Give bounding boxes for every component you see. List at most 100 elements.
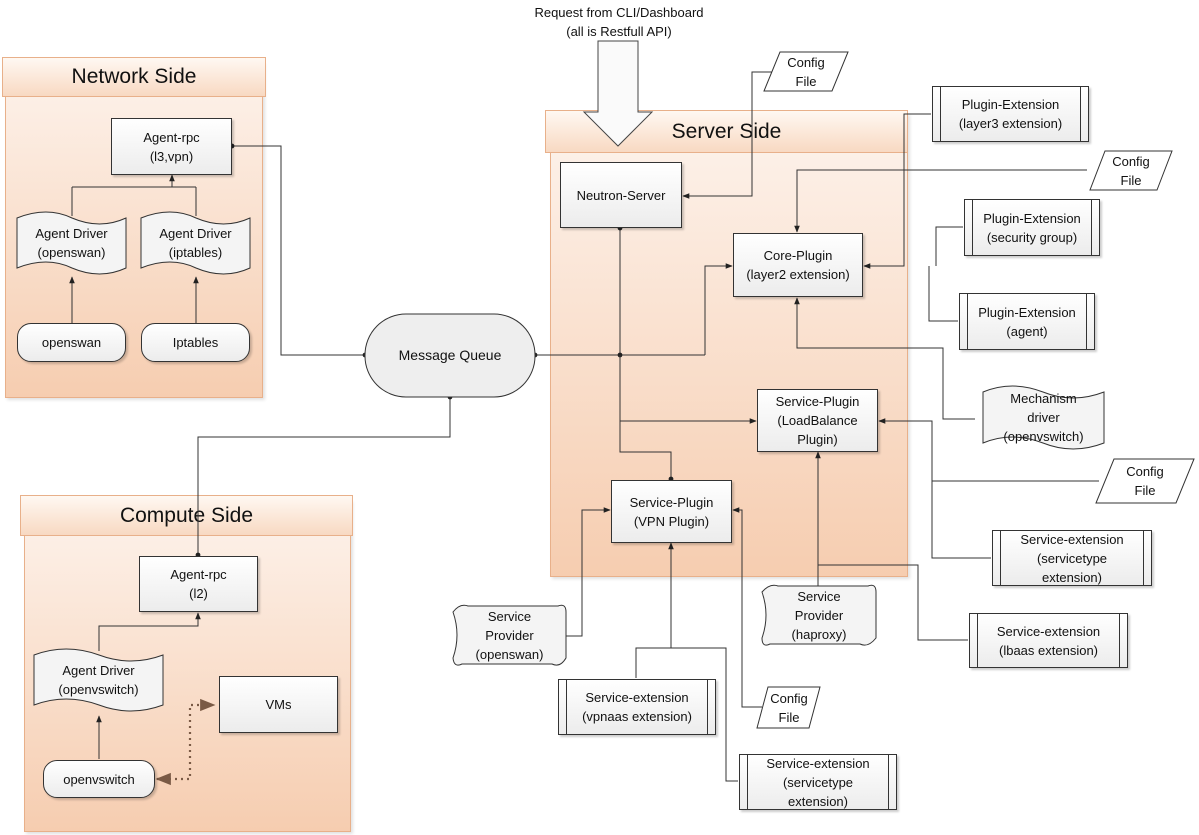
config-file-core-line2: File — [1120, 172, 1142, 188]
service-provider-haproxy[interactable]: Service Provider (haproxy) — [764, 586, 874, 644]
agent-driver-openvswitch-line1: Agent Driver — [62, 663, 135, 678]
service-provider-openswan-line2: Provider — [485, 627, 534, 643]
service-plugin-lb-line1: Service-Plugin — [775, 394, 860, 409]
wire-svcext-vpn-type-to-vpn — [671, 647, 738, 782]
wire-bus-down — [619, 355, 674, 482]
neutron-server[interactable]: Neutron-Server — [560, 162, 682, 228]
plugin-ext-agent[interactable]: Plugin-Extension (agent) — [959, 293, 1095, 350]
openvswitch-node-label: openvswitch — [63, 771, 135, 787]
plugin-ext-layer3[interactable]: Plugin-Extension (layer3 extension) — [932, 86, 1089, 142]
service-provider-openswan[interactable]: Service Provider (openswan) — [455, 606, 564, 664]
provider-haproxy-shape — [761, 584, 877, 646]
wire-mq-to-agentrpc-l2 — [195, 394, 453, 558]
service-provider-openswan-line1: Service — [487, 608, 532, 624]
config-file-lb-line1: Config — [1126, 464, 1164, 479]
iptables-node[interactable]: Iptables — [141, 323, 250, 362]
service-plugin-lb-line2: (LoadBalance — [777, 413, 858, 428]
service-ext-vpn-servicetype-line1: Service-extension — [766, 755, 870, 771]
wire-vpnaas-to-vpn — [635, 542, 674, 678]
service-ext-lbaas-line1: Service-extension — [996, 623, 1101, 639]
provider-openswan-shape — [452, 604, 567, 666]
wire-ovs-to-vms — [155, 698, 216, 786]
plugin-ext-security-line2: (security group) — [986, 229, 1078, 245]
agent-driver-iptables-line2: (iptables) — [168, 245, 223, 260]
wire-agentrpc-l3-to-mq — [229, 143, 368, 358]
core-plugin-line2: (layer2 extension) — [746, 267, 850, 282]
core-plugin-line1: Core-Plugin — [763, 248, 833, 263]
request-label-line2: (all is Restfull API) — [566, 24, 672, 39]
agent-driver-openswan-line2: (openswan) — [37, 245, 106, 260]
service-ext-vpnaas-line2: (vpnaas extension) — [582, 709, 692, 724]
service-ext-vpn-servicetype-line2: (servicetype — [782, 774, 854, 790]
agent-driver-openvswitch[interactable]: Agent Driver (openvswitch) — [34, 655, 163, 705]
config-file-lb[interactable]: Config File — [1105, 459, 1185, 503]
agent-driver-openswan[interactable]: Agent Driver (openswan) — [17, 218, 126, 268]
message-queue-shape — [364, 313, 536, 398]
agent-rpc-l2[interactable]: Agent-rpc (l2) — [139, 556, 258, 612]
service-ext-lb-servicetype[interactable]: Service-extension (servicetype extension… — [992, 530, 1152, 586]
mechanism-driver-line2: driver — [1027, 410, 1060, 425]
config-file-top-line1: Config — [787, 54, 825, 70]
service-plugin-vpn-line1: Service-Plugin — [629, 494, 714, 510]
agent-driver-iptables[interactable]: Agent Driver (iptables) — [141, 218, 250, 268]
request-label-line1: Request from CLI/Dashboard — [534, 5, 704, 20]
core-plugin[interactable]: Core-Plugin (layer2 extension) — [733, 233, 863, 297]
wire-layer3-to-core — [863, 113, 931, 269]
mech-driver-shape — [982, 385, 1105, 450]
wire-agent-to-core — [928, 266, 958, 322]
agent-rpc-l3vpn[interactable]: Agent-rpc (l3,vpn) — [111, 118, 232, 175]
openswan-node[interactable]: openswan — [17, 323, 126, 362]
service-ext-vpn-servicetype[interactable]: Service-extension (servicetype extension… — [739, 754, 897, 810]
openswan-node-label: openswan — [41, 335, 102, 350]
service-ext-lbaas-line2: (lbaas extension) — [999, 642, 1098, 658]
service-ext-vpnaas[interactable]: Service-extension (vpnaas extension) — [558, 679, 716, 735]
service-ext-lbaas[interactable]: Service-extension (lbaas extension) — [969, 613, 1128, 668]
service-provider-haproxy-line3: (haproxy) — [791, 626, 847, 642]
wire-bus-to-core — [704, 263, 733, 355]
message-queue-label: Message Queue — [398, 347, 502, 363]
request-label: Request from CLI/Dashboard (all is Restf… — [508, 3, 730, 41]
config-lb-shape — [1095, 458, 1195, 504]
agent-driver-iptables-line1: Agent Driver — [159, 226, 232, 241]
service-ext-lb-servicetype-line1: Service-extension — [1020, 531, 1124, 547]
wire-security-to-core — [935, 226, 963, 266]
config-vpn-shape — [756, 686, 821, 729]
service-ext-lb-servicetype-line2: (servicetype — [1036, 550, 1108, 566]
agent-rpc-l3vpn-line2: (l3,vpn) — [149, 148, 194, 164]
service-plugin-vpn-line2: (VPN Plugin) — [633, 513, 710, 529]
plugin-ext-layer3-line2: (layer3 extension) — [958, 116, 1063, 131]
vms-node[interactable]: VMs — [219, 676, 338, 733]
iptables-node-label: Iptables — [172, 335, 219, 350]
config-file-top[interactable]: Config File — [772, 52, 840, 91]
config-file-lb-line2: File — [1134, 483, 1156, 498]
vms-node-label: VMs — [265, 697, 292, 712]
config-core-shape — [1089, 150, 1173, 191]
driver-ovs-shape — [33, 648, 164, 712]
openvswitch-node[interactable]: openvswitch — [43, 760, 155, 798]
message-queue[interactable]: Message Queue — [365, 314, 535, 397]
service-ext-vpnaas-line1: Service-extension — [585, 690, 689, 705]
config-file-core-line1: Config — [1112, 153, 1150, 169]
service-ext-lb-servicetype-line3: extension) — [1042, 569, 1102, 585]
service-plugin-vpn[interactable]: Service-Plugin (VPN Plugin) — [611, 480, 732, 543]
wire-driver-to-agentrpc-l2 — [98, 612, 201, 651]
config-file-vpn[interactable]: Config File — [762, 687, 816, 728]
wire-config-vpn-to-vpn — [732, 507, 762, 708]
wire-svcext-type-to-lb — [931, 481, 991, 559]
wire-lbaas-to-lb — [818, 564, 968, 641]
plugin-ext-security[interactable]: Plugin-Extension (security group) — [964, 199, 1100, 256]
wire-config-core-to-core — [794, 169, 1087, 233]
service-plugin-lb[interactable]: Service-Plugin (LoadBalance Plugin) — [757, 389, 878, 452]
service-plugin-lb-line3: Plugin) — [797, 432, 838, 447]
mechanism-driver[interactable]: Mechanism driver (openvswitch) — [983, 391, 1104, 444]
agent-rpc-l2-line1: Agent-rpc — [170, 567, 227, 582]
config-file-core[interactable]: Config File — [1097, 151, 1165, 190]
plugin-ext-security-line1: Plugin-Extension — [983, 210, 1081, 226]
mechanism-driver-line1: Mechanism — [1010, 391, 1077, 406]
plugin-ext-agent-line1: Plugin-Extension — [978, 304, 1076, 320]
config-file-vpn-line1: Config — [770, 690, 808, 706]
config-file-top-line2: File — [795, 73, 817, 89]
request-arrow — [582, 40, 654, 147]
agent-driver-openvswitch-line2: (openvswitch) — [58, 682, 139, 697]
